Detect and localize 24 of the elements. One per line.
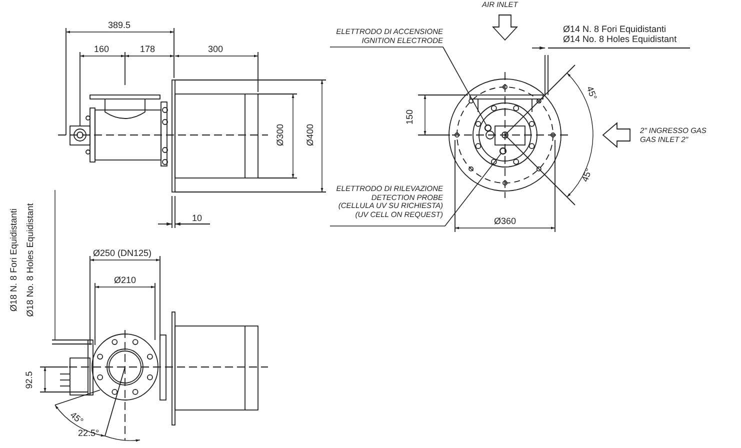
angle-value: 45° [68, 410, 86, 426]
dimension-value: 389.5 [108, 20, 131, 30]
leader-line [444, 153, 502, 226]
dimension-value: 10 [192, 213, 202, 223]
leader-line [442, 46, 487, 126]
dimension-value: Ø300 [275, 124, 286, 146]
note-text: Ø18 No. 8 Holes Equidistant [24, 203, 35, 317]
dimension-value: Ø250 (DN125) [93, 248, 152, 258]
note-text: Ø14 N. 8 Fori Equidistanti [563, 24, 666, 34]
note-text: Ø14 No. 8 Holes Equidistant [563, 34, 677, 44]
dimension-value: Ø360 [494, 216, 516, 226]
dimension-value: 150 [404, 109, 415, 125]
dimension-value: Ø400 [305, 124, 316, 146]
dimension-value: Ø210 [114, 275, 136, 285]
dimension-value: 160 [94, 44, 110, 54]
dimension-value: 300 [208, 44, 224, 54]
angle-value: 45° [580, 166, 594, 184]
dimension-value: 92.5 [24, 371, 34, 389]
dimension-value: 178 [140, 44, 156, 54]
note-text: Ø18 N. 8 Fori Equidistanti [8, 208, 19, 312]
electrode-symbol [484, 124, 492, 132]
angle-value: 45° [584, 84, 599, 102]
probe-symbol [499, 147, 507, 155]
angle-value: 22.5° [78, 428, 100, 438]
